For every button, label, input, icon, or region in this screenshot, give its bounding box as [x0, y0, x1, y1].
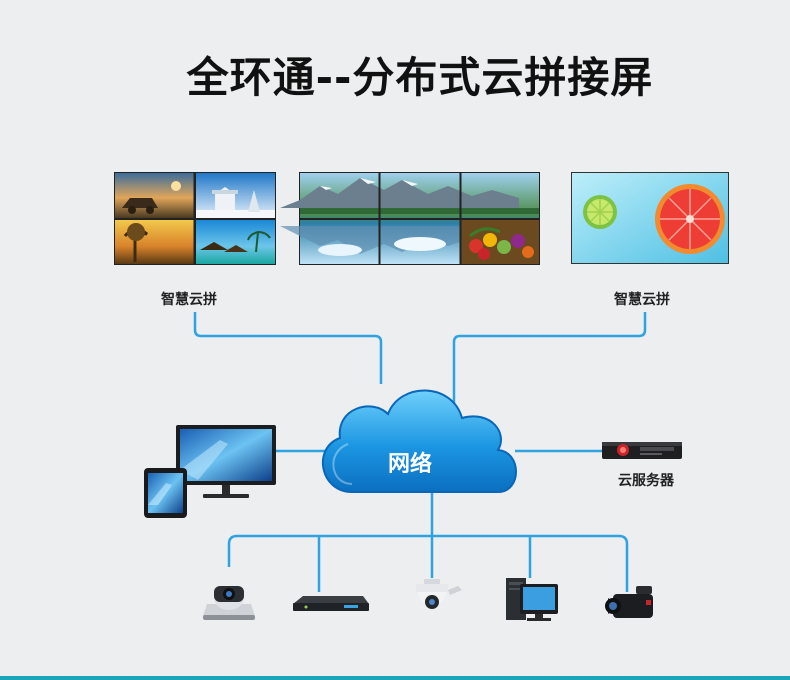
dvr-icon [293, 596, 369, 611]
server-label: 云服务器 [618, 473, 674, 489]
right-wall-label: 智慧云拼 [614, 292, 670, 308]
left-wall-label: 智慧云拼 [161, 292, 217, 308]
dome-camera-icon [416, 579, 462, 609]
connection-lines [193, 312, 647, 592]
bottom-accent-strip [0, 676, 790, 680]
video-wall-center [280, 172, 540, 265]
line-right-wall [452, 312, 647, 414]
line-bus [227, 534, 629, 592]
video-wall-right [571, 172, 729, 264]
video-wall-left [114, 172, 276, 265]
page-title: 全环通--分布式云拼接屏 [186, 53, 654, 102]
monitor-tablet-icon [144, 425, 276, 518]
conference-camera-icon [203, 586, 255, 620]
line-left-wall [193, 312, 383, 384]
server-icon [602, 442, 682, 459]
network-cloud [322, 389, 517, 493]
cloud-label: 网络 [387, 452, 432, 477]
desktop-pc-icon [506, 578, 558, 621]
camcorder-icon [605, 586, 653, 618]
